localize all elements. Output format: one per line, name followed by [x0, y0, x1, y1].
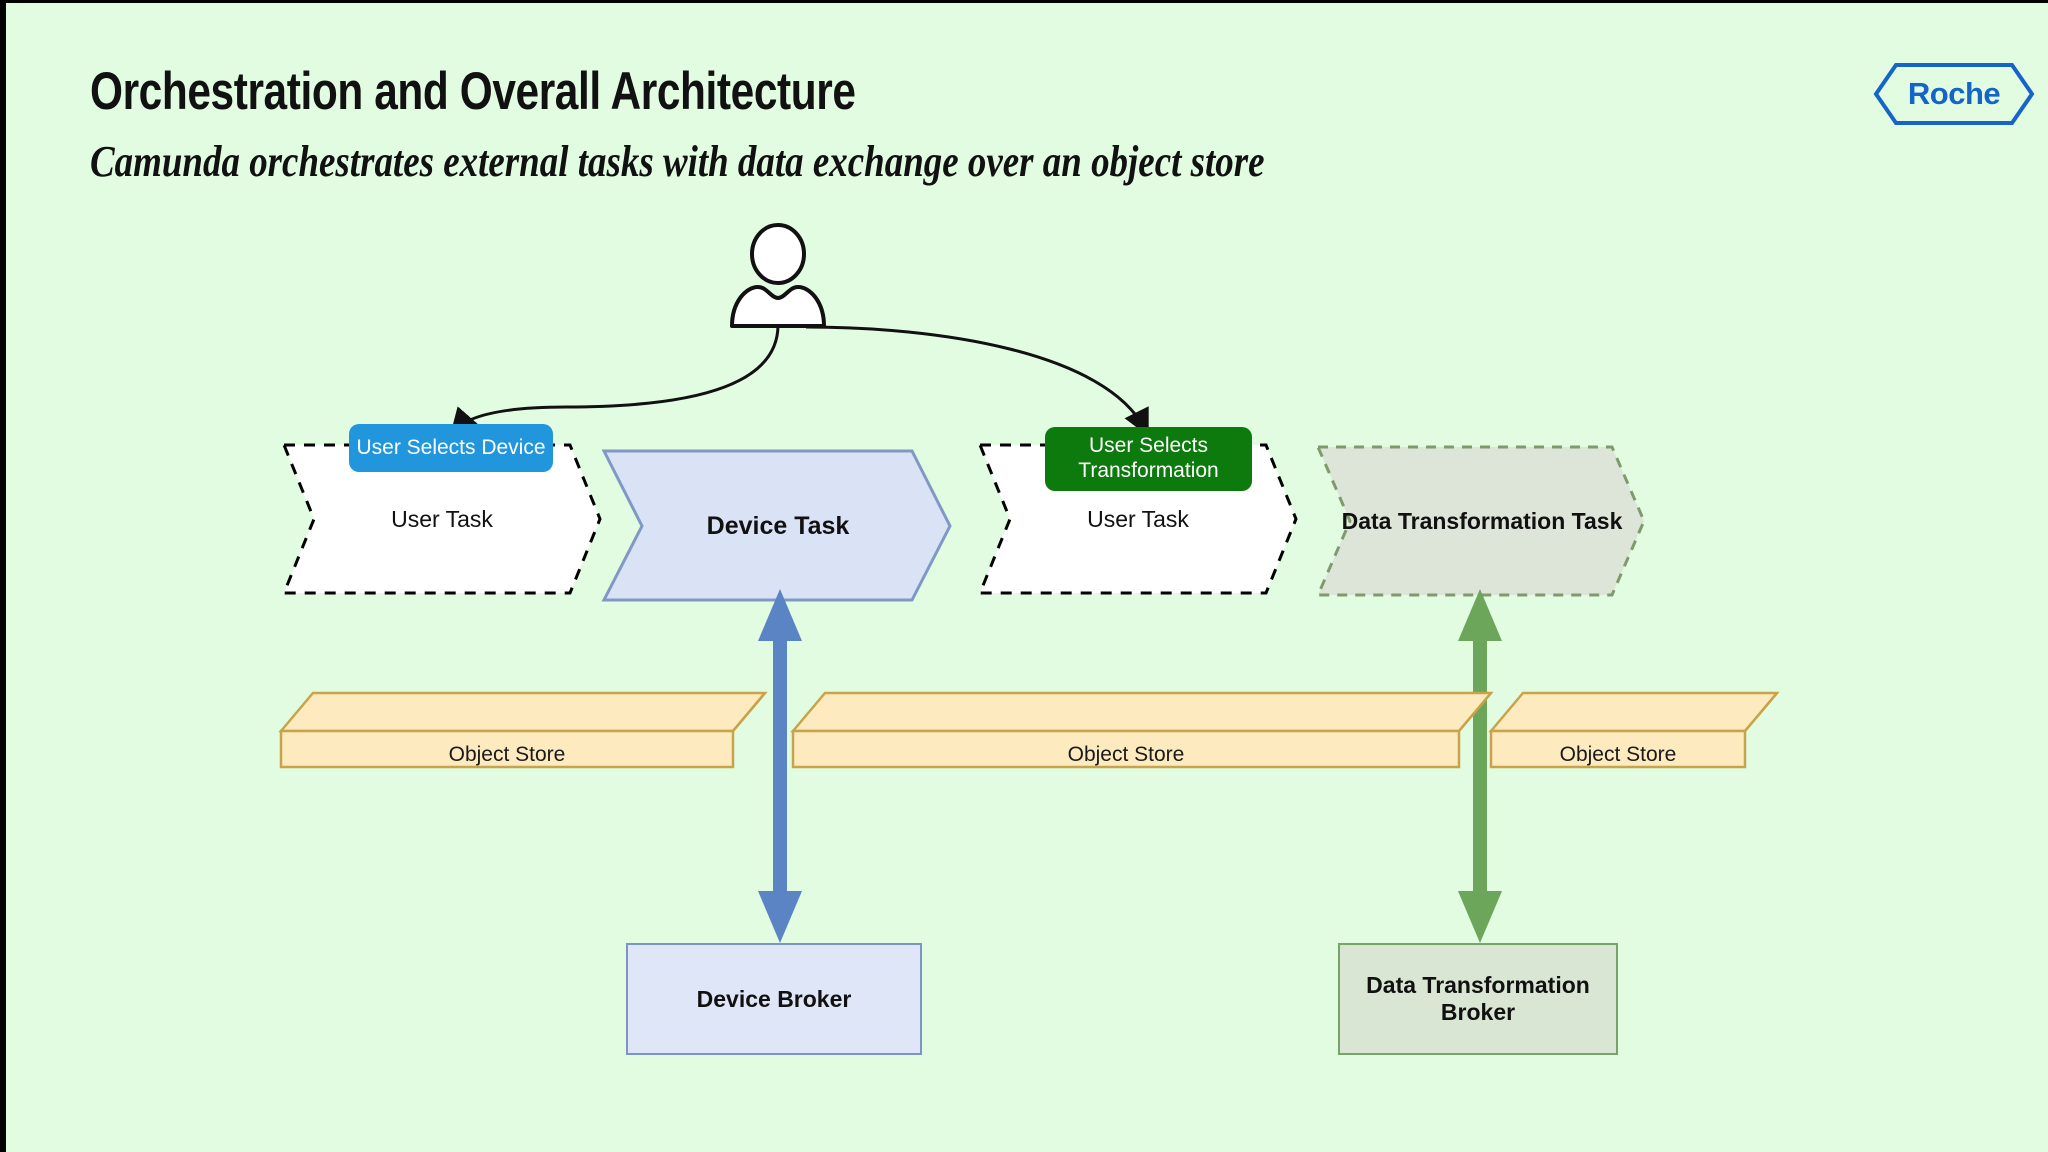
user-selects-transformation-badge-label-line2: Transformation	[1078, 459, 1219, 482]
hexagon-icon	[1873, 63, 2035, 125]
data-transformation-broker[interactable]: Data Transformation Broker	[1338, 943, 1618, 1055]
object-store-3[interactable]	[1488, 691, 1780, 769]
user-task-1-label-box: User Task	[282, 443, 602, 595]
user-task-1-label: User Task	[391, 505, 493, 532]
user-task-2-label-box: User Task	[978, 443, 1298, 595]
actor-to-transformation-arrow	[805, 325, 1149, 437]
user-selects-device-badge[interactable]: User Selects Device	[349, 424, 553, 472]
user-selects-transformation-badge[interactable]: User Selects Transformation	[1045, 427, 1252, 491]
device-task-label-box: Device Task	[602, 449, 954, 603]
actor-to-device-arrow	[450, 324, 780, 436]
data-transformation-task-label: Data Transformation Task	[1341, 507, 1623, 534]
person-icon	[730, 223, 826, 328]
device-task-broker-arrow	[758, 589, 802, 943]
data-transformation-task-label-box: Data Transformation Task	[1316, 445, 1648, 597]
device-broker-label: Device Broker	[696, 985, 852, 1012]
user-selects-transformation-badge-label-line1: User Selects	[1088, 434, 1209, 458]
page-title: Orchestration and Overall Architecture	[90, 62, 856, 121]
object-store-1-label: Object Store	[448, 743, 566, 766]
user-actor	[728, 223, 828, 328]
object-store-1[interactable]	[278, 691, 768, 769]
actor-connectors	[450, 324, 1149, 437]
device-task-label: Device Task	[706, 511, 850, 540]
device-task[interactable]	[601, 449, 954, 603]
roche-logo-text: Roche	[1907, 76, 2001, 111]
data-transformation-task[interactable]	[1315, 445, 1648, 597]
user-selects-device-badge-label: User Selects Device	[356, 435, 546, 459]
user-task-2-label: User Task	[1087, 505, 1189, 532]
object-store-2-label: Object Store	[1067, 743, 1185, 766]
object-store-2-label-box: Object Store	[792, 743, 1460, 769]
page-subtitle: Camunda orchestrates external tasks with…	[90, 137, 1265, 186]
user-task-1[interactable]	[281, 443, 602, 595]
object-store-3-label-box: Object Store	[1490, 743, 1746, 769]
object-store-2[interactable]	[790, 691, 1494, 769]
device-broker[interactable]: Device Broker	[626, 943, 922, 1055]
object-store-1-label-box: Object Store	[280, 743, 734, 769]
object-store-3-label: Object Store	[1559, 743, 1677, 766]
roche-logo: Roche	[1873, 63, 2035, 125]
transformation-task-broker-arrow	[1458, 589, 1502, 943]
data-transformation-broker-label: Data Transformation Broker	[1366, 972, 1590, 1025]
